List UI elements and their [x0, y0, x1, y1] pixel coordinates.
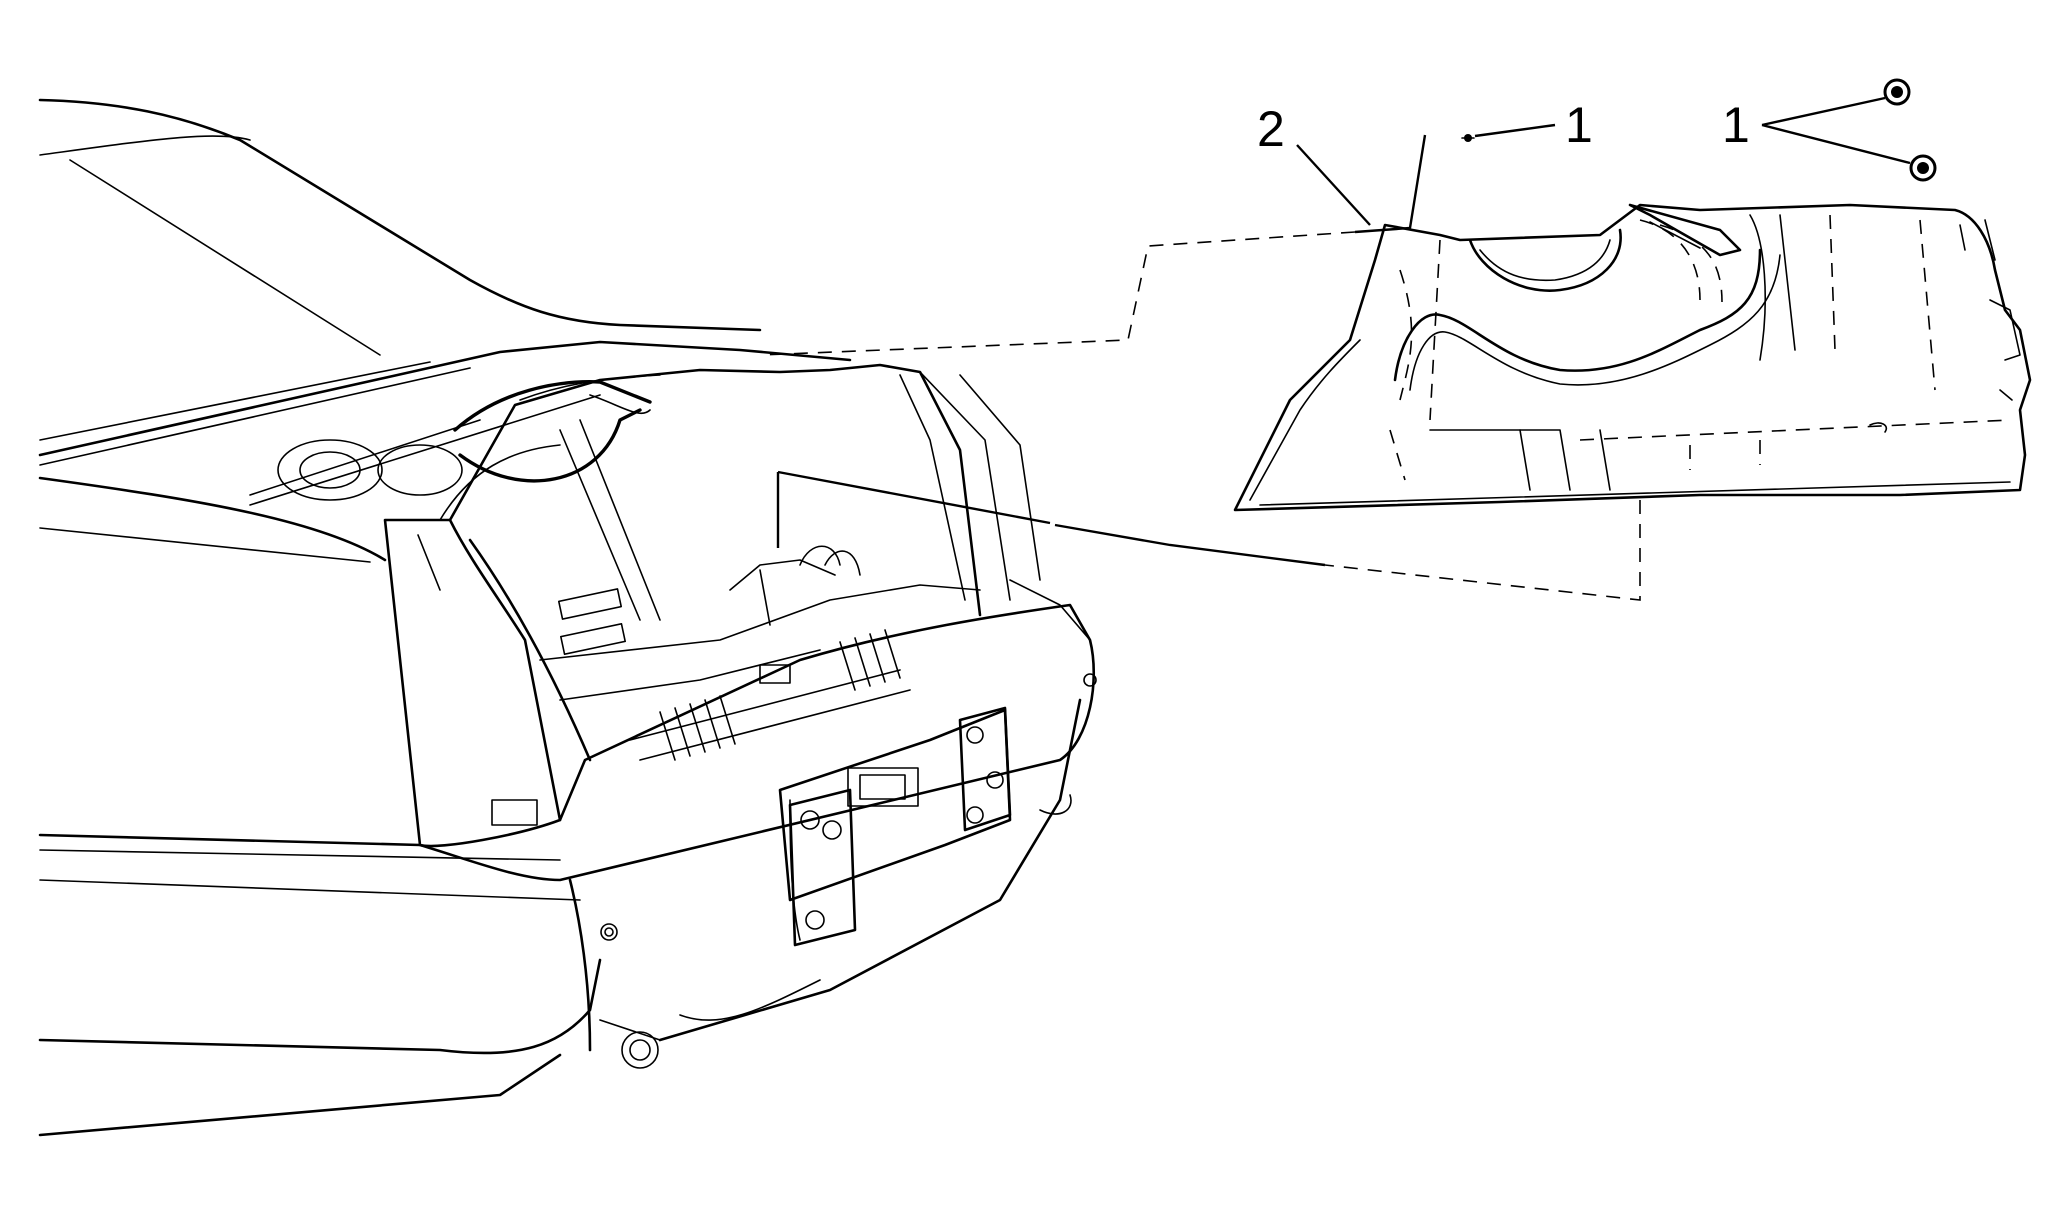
trunk-opening-frame [448, 363, 982, 617]
wiring-harness [453, 380, 652, 432]
deck-lid-edge-inner [39, 367, 471, 466]
alignment-line-upper [1354, 134, 1427, 234]
fastener-pushpin-lower [1909, 154, 1937, 182]
callout-label-1a: 1 [1565, 97, 1593, 153]
trunk-left-pillar [383, 518, 562, 848]
license-plate-recess [778, 708, 1012, 902]
trunk-side-trim-panel [1233, 203, 2032, 512]
rear-bumper-fascia [38, 603, 1096, 882]
trim-panel-outline [1233, 203, 2032, 512]
callout-fastener-single: 1 [1474, 97, 1593, 153]
callout-label-2: 2 [1257, 101, 1285, 157]
fastener-pushpin-upper [1883, 78, 1911, 106]
tow-hook [621, 1031, 659, 1069]
trim-panel-cutout [1468, 228, 1622, 292]
bumper-lower-edge [658, 698, 1082, 1042]
park-sensor [600, 923, 618, 941]
deck-lid-edge [38, 340, 852, 457]
callout-fasteners-pair: 1 [1722, 96, 1911, 165]
license-lamp-right [958, 706, 1012, 832]
callout-trim-panel: 2 [1257, 101, 1371, 226]
trunk-sill-vents [629, 629, 911, 761]
vehicle-rear-illustration [38, 98, 1097, 1137]
roof-line [38, 98, 762, 332]
fastener-pushpin-small [1461, 134, 1475, 142]
explosion-lines [759, 134, 1641, 601]
rear-window-diagonal [69, 159, 381, 356]
trunk-floor [539, 584, 981, 661]
callout-label-1b: 1 [1722, 97, 1750, 153]
rear-window-line [39, 135, 251, 156]
quarter-panel-line [38, 476, 387, 562]
license-lamp-left [788, 788, 857, 947]
